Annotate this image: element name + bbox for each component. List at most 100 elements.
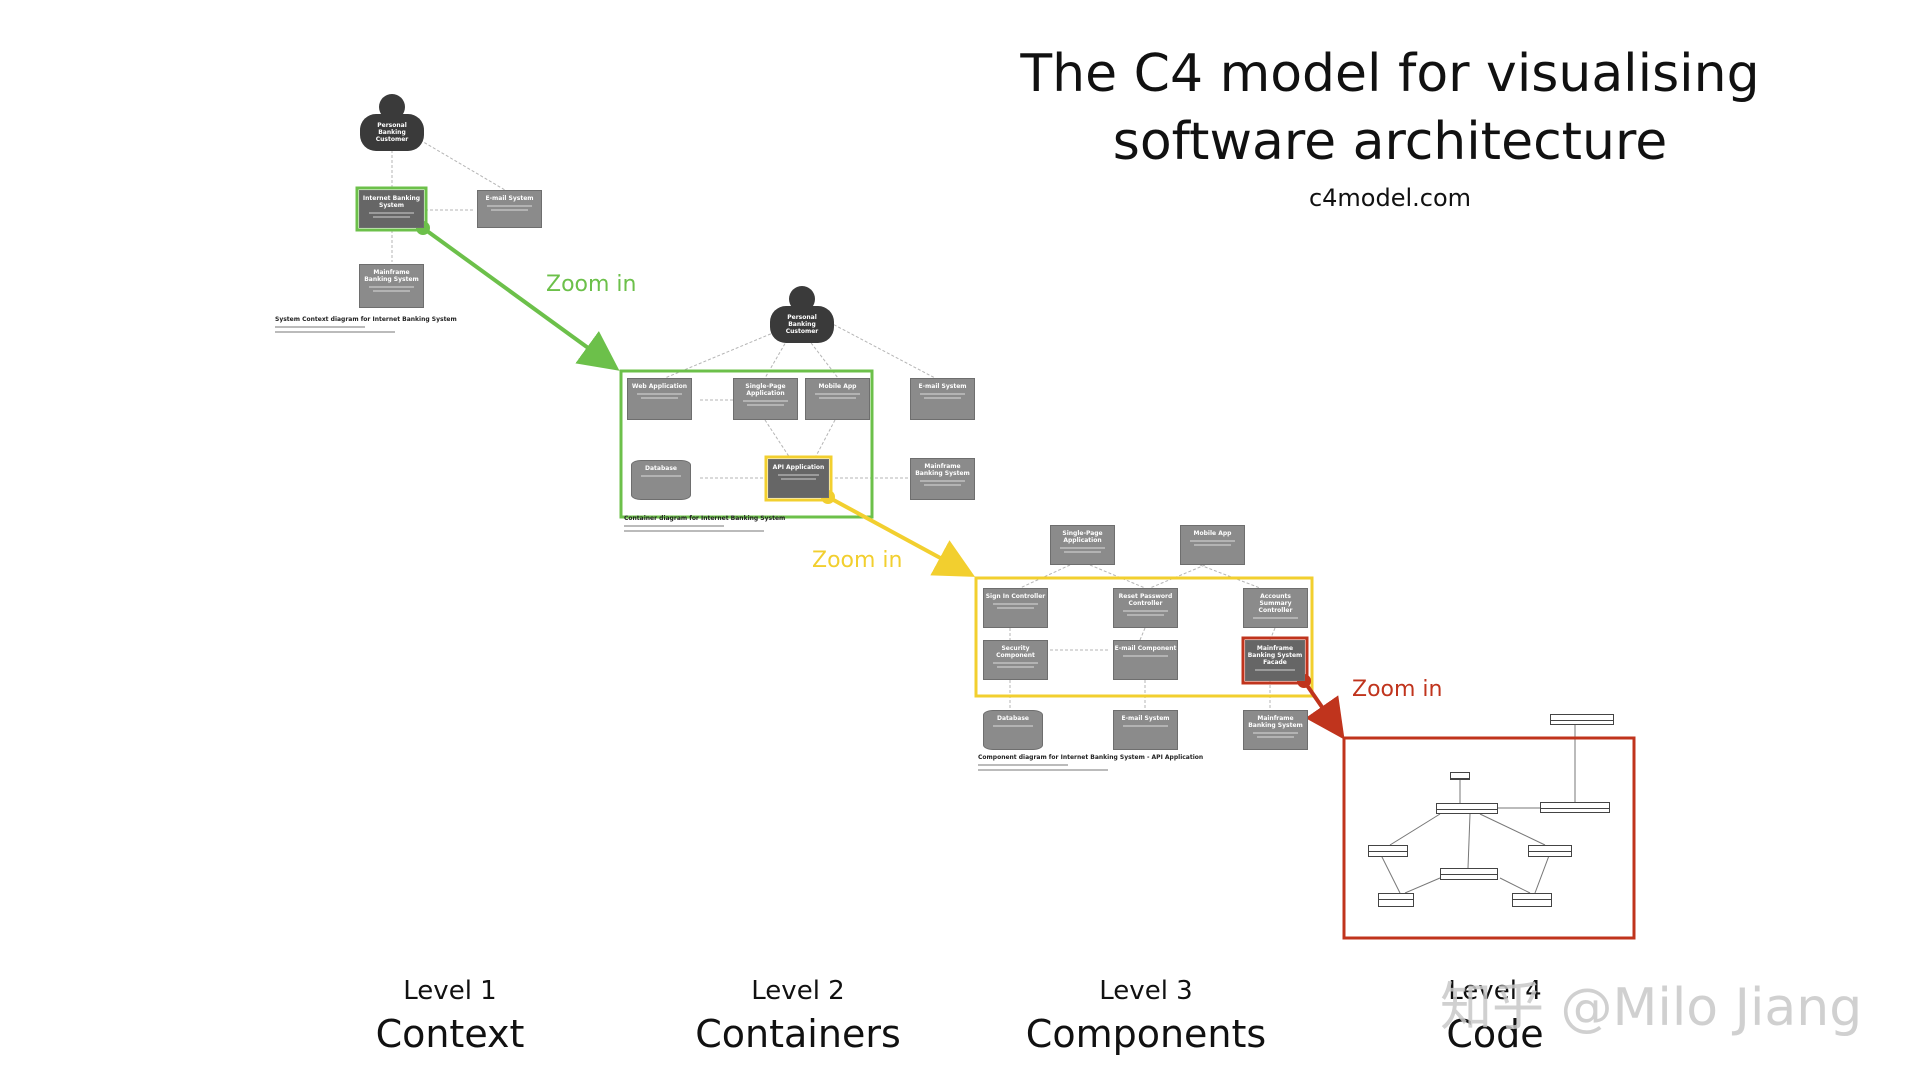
level3-accounts-label: Accounts Summary Controller — [1258, 593, 1293, 614]
desc-line — [743, 400, 788, 402]
level1-caption: System Context diagram for Internet Bank… — [275, 316, 457, 323]
level1-email-system: E-mail System — [477, 190, 542, 228]
uml-class-abstract-response — [1512, 893, 1552, 907]
level1-mainframe: Mainframe Banking System — [359, 264, 424, 308]
level3-security: Security Component — [983, 640, 1048, 680]
desc-line — [1253, 732, 1298, 734]
uml-class-connection — [1440, 868, 1498, 880]
level-1-number: Level 1 — [403, 976, 497, 1006]
level3-accounts: Accounts Summary Controller — [1243, 588, 1308, 628]
desc-line — [1123, 655, 1168, 657]
level3-reset: Reset Password Controller — [1113, 588, 1178, 628]
level2-caption-line — [624, 530, 764, 532]
zoom-label-1: Zoom in — [546, 272, 637, 297]
level3-caption: Component diagram for Internet Banking S… — [978, 754, 1204, 761]
level3-signin: Sign In Controller — [983, 588, 1048, 628]
desc-line — [372, 290, 411, 292]
watermark: 知乎 @Milo Jiang — [1440, 978, 1863, 1038]
level3-selected-frame — [1241, 636, 1309, 685]
desc-line — [1254, 669, 1296, 671]
level1-email-label: E-mail System — [485, 195, 534, 202]
level3-facade-label: Mainframe Banking System Facade — [1247, 645, 1303, 666]
level3-database: Database — [983, 710, 1043, 750]
level4-frame — [1342, 736, 1636, 940]
zoom-label-3: Zoom in — [1352, 677, 1443, 702]
desc-line — [996, 607, 1035, 609]
level-3-name: Components — [1025, 1012, 1267, 1056]
level-4-name: Code — [1446, 1012, 1544, 1056]
level4-connectors — [1379, 725, 1576, 894]
zoom-arrow-3 — [1302, 679, 1345, 740]
level1-person: Personal Banking Customer — [360, 94, 424, 151]
uml-class-facade — [1450, 772, 1470, 780]
level1-selected-frame — [355, 186, 428, 232]
level-4-number: Level 4 — [1448, 976, 1542, 1006]
zoom-arrow-1 — [421, 226, 620, 371]
level2-database-label: Database — [645, 465, 677, 472]
level2-caption: Container diagram for Internet Banking S… — [624, 515, 786, 522]
level2-mainframe: Mainframe Banking System — [910, 458, 975, 500]
desc-line — [780, 478, 817, 480]
uml-class-get-balance-response — [1528, 845, 1572, 857]
level2-api-label: API Application — [772, 464, 825, 471]
level-2-name: Containers — [695, 1012, 901, 1056]
level2-web-app-label: Web Application — [631, 383, 688, 390]
uml-class-exception-impl — [1540, 802, 1610, 813]
desc-line — [1123, 725, 1168, 727]
level2-spa: Single-Page Application — [733, 378, 798, 420]
desc-line — [1123, 610, 1168, 612]
uml-class-facade-impl — [1436, 803, 1498, 814]
level-2-label: Level 2 Containers — [648, 976, 948, 1056]
title-block: The C4 model for visualising software ar… — [1000, 40, 1780, 212]
level2-selected-frame — [764, 455, 833, 502]
site-url: c4model.com — [1308, 184, 1472, 212]
level3-spa-label: Single-Page Application — [1062, 530, 1103, 544]
uml-class-exception — [1550, 714, 1614, 725]
desc-line — [1256, 736, 1295, 738]
level1-caption-line — [275, 326, 365, 328]
level2-mobile: Mobile App — [805, 378, 870, 420]
level2-caption-line — [624, 525, 724, 527]
level3-email-comp-label: E-mail Component — [1114, 645, 1177, 652]
level3-email-system: E-mail System — [1113, 710, 1178, 750]
level2-email-label: E-mail System — [918, 383, 967, 390]
desc-line — [640, 475, 682, 477]
level2-person: Personal Banking Customer — [770, 286, 834, 343]
level2-email-system: E-mail System — [910, 378, 975, 420]
desc-line — [815, 393, 860, 395]
level2-database: Database — [631, 460, 691, 500]
level3-spa: Single-Page Application — [1050, 525, 1115, 565]
level2-person-label: Personal Banking Customer — [770, 306, 834, 343]
zoom-label-2: Zoom in — [812, 548, 903, 573]
level2-web-app: Web Application — [627, 378, 692, 420]
level2-frame — [619, 369, 874, 519]
desc-line — [1126, 614, 1165, 616]
desc-line — [920, 480, 965, 482]
level-2-number: Level 2 — [751, 976, 845, 1006]
uml-class-get-balance-request — [1368, 845, 1408, 857]
desc-line — [992, 725, 1034, 727]
desc-line — [1193, 544, 1232, 546]
level-3-number: Level 3 — [1099, 976, 1193, 1006]
level1-person-label: Personal Banking Customer — [360, 114, 424, 151]
desc-line — [372, 216, 411, 218]
desc-line — [923, 397, 962, 399]
desc-line — [1190, 540, 1235, 542]
level3-email-component: E-mail Component — [1113, 640, 1178, 680]
desc-line — [637, 393, 682, 395]
title-line-2: software architecture — [1112, 112, 1668, 172]
level1-internet-banking-label: Internet Banking System — [362, 195, 421, 209]
desc-line — [640, 397, 679, 399]
level3-mobile: Mobile App — [1180, 525, 1245, 565]
level2-mainframe-label: Mainframe Banking System — [915, 463, 970, 477]
uml-class-abstract-request — [1378, 893, 1414, 907]
level3-security-label: Security Component — [996, 645, 1035, 659]
level3-email-sys-label: E-mail System — [1121, 715, 1170, 722]
desc-line — [993, 603, 1038, 605]
desc-line — [777, 474, 820, 476]
desc-line — [920, 393, 965, 395]
level2-api-app: API Application — [768, 459, 829, 498]
desc-line — [993, 662, 1038, 664]
level3-mainframe-facade: Mainframe Banking System Facade — [1245, 640, 1305, 681]
level1-internet-banking: Internet Banking System — [359, 190, 424, 228]
